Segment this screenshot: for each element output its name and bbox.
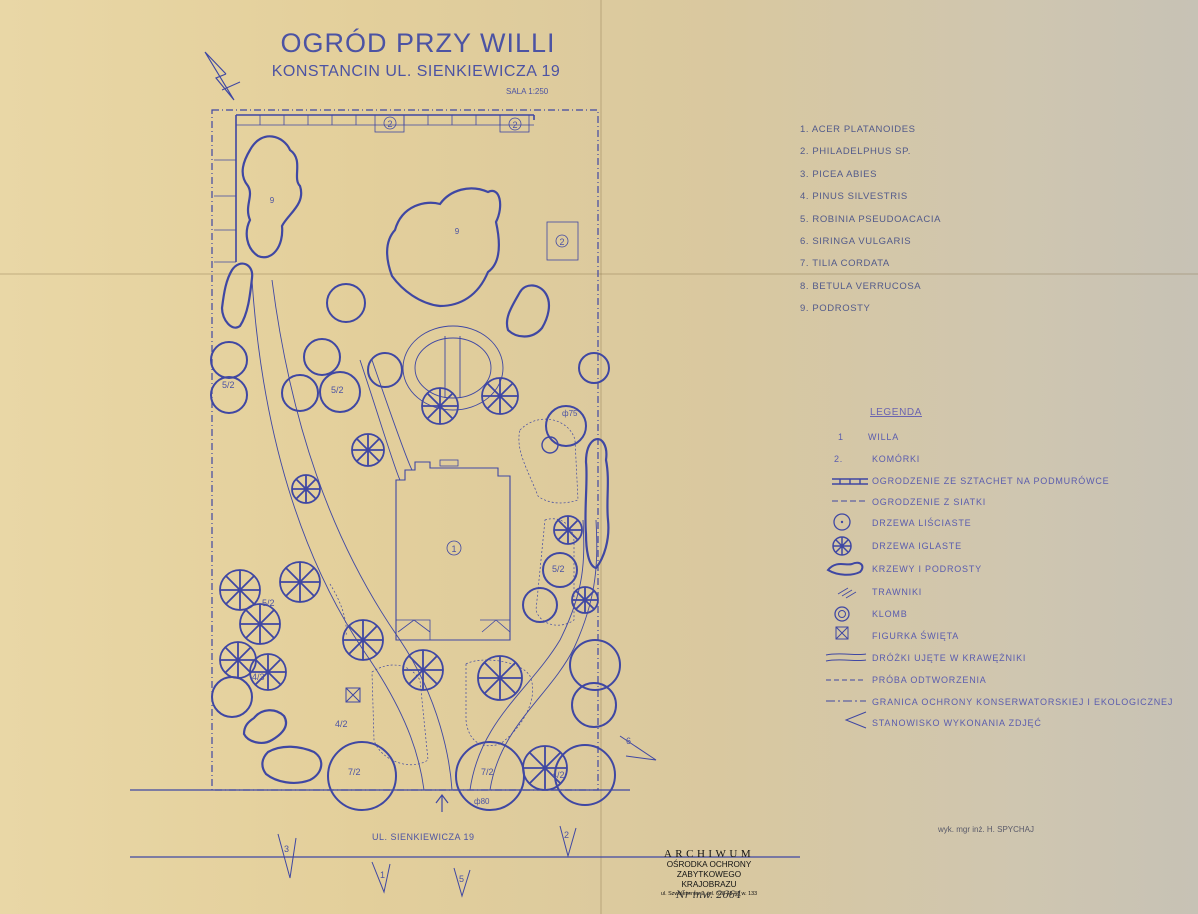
legend-item-label: DRÓŻKI UJĘTE W KRAWĘŻNIKI — [872, 653, 1027, 663]
legend-item-label: KLOMB — [872, 609, 908, 619]
svg-text:6: 6 — [626, 736, 631, 746]
legend-item-label: WILLA — [868, 432, 900, 442]
conifer-trees — [219, 377, 599, 791]
svg-text:9: 9 — [455, 227, 460, 236]
archive-stamp: ARCHIWUM OŚRODKA OCHRONY ZABYTKOWEGO KRA… — [650, 848, 768, 898]
outbuilding: 2 — [499, 114, 530, 133]
stamp-line: ul. Szwoleżerów 9, tel. 628 48 41 w. 133 — [660, 891, 758, 897]
svg-text:3: 3 — [284, 844, 289, 854]
author-credit: wyk. mgr inż. H. SPYCHAJ — [938, 825, 1035, 834]
svg-text:ф80: ф80 — [474, 797, 490, 806]
legend-item-label: STANOWISKO WYKONANIA ZDJĘĆ — [872, 718, 1042, 728]
viewpoint-icon: 2 — [559, 825, 577, 858]
outbuilding: 2 — [374, 114, 405, 133]
north-arrow-icon — [204, 51, 241, 101]
svg-text:5: 5 — [459, 874, 464, 884]
paper-fold-horizontal — [0, 273, 1198, 275]
legend-item-label: DRZEWA IGLASTE — [872, 541, 962, 551]
legend-title: LEGENDA — [870, 407, 922, 418]
legend-symbols — [825, 478, 868, 729]
villa-building: 1 — [395, 459, 511, 641]
svg-text:4/3: 4/3 — [252, 672, 265, 682]
deciduous-trees — [210, 283, 621, 811]
stamp-line: ZABYTKOWEGO KRAJOBRAZU — [676, 870, 742, 889]
plan-scale: SALA 1:250 — [506, 87, 549, 96]
species-item: 7. TILIA CORDATA — [800, 258, 890, 270]
street: UL. SIENKIEWICZA 19 — [130, 789, 800, 858]
stamp-line: OŚRODKA OCHRONY — [666, 860, 752, 869]
species-item: 8. BETULA VERRUCOSA — [800, 280, 922, 292]
garden-paths — [251, 279, 598, 791]
legend-item-label: PRÓBA ODTWORZENIA — [872, 675, 987, 685]
svg-text:5/2: 5/2 — [552, 564, 565, 574]
species-item: 2. PHILADELPHUS SP. — [800, 146, 912, 158]
legend-item-label: FIGURKA ŚWIĘTA — [872, 631, 960, 641]
saint-figure-icon — [345, 687, 361, 703]
svg-text:4/2: 4/2 — [335, 719, 348, 729]
svg-text:2: 2 — [512, 120, 517, 130]
legend-item-label: DRZEWA LIŚCIASTE — [872, 518, 972, 528]
legend-item-label: KOMÓRKI — [872, 454, 921, 464]
property-boundary — [211, 109, 599, 791]
stamp-line: ARCHIWUM — [663, 848, 755, 860]
legend-item-label: TRAWNIKI — [872, 587, 923, 597]
species-item: 1. ACER PLATANOIDES — [800, 124, 916, 135]
legend-symbol-text: 2. — [834, 454, 844, 464]
svg-text:2: 2 — [564, 830, 569, 840]
species-item: 4. PINUS SILVESTRIS — [800, 191, 908, 203]
plan-title: OGRÓD PRZY WILLI — [280, 27, 555, 58]
svg-text:5/2: 5/2 — [331, 385, 344, 395]
lawn-areas — [329, 418, 579, 765]
legend-item-label: GRANICA OCHRONY KONSERWATORSKIEJ I EKOLO… — [872, 697, 1174, 707]
svg-text:UL. SIENKIEWICZA 19: UL. SIENKIEWICZA 19 — [372, 832, 475, 842]
legend-symbol-text: 1 — [838, 432, 844, 442]
svg-text:4/2: 4/2 — [552, 770, 565, 780]
plan-tree-numbers: 5/2 5/2 5/2 4/3 4/2 4/2 7/2 7/2 5/2 ф75 … — [222, 380, 578, 806]
viewpoint-icon: 3 — [277, 833, 297, 879]
inventory-number: Nr inw. 2664 — [676, 890, 742, 901]
svg-text:7/2: 7/2 — [481, 767, 494, 777]
species-list: 1. ACER PLATANOIDES 2. PHILADELPHUS SP. … — [800, 124, 941, 326]
viewpoint-icon: 5 — [453, 867, 471, 898]
svg-text:5/2: 5/2 — [222, 380, 235, 390]
svg-text:ф75: ф75 — [562, 409, 578, 418]
shrub-masses: 9 9 — [220, 135, 610, 784]
paper-fold-vertical — [600, 0, 602, 914]
species-item: 6. SIRINGA VULGARIS — [800, 235, 912, 247]
svg-text:2: 2 — [387, 119, 392, 129]
svg-text:1: 1 — [451, 544, 456, 554]
svg-text:7/2: 7/2 — [348, 767, 361, 777]
viewpoint-icon: 1 — [371, 861, 391, 894]
legend-item-label: KRZEWY I PODROSTY — [872, 564, 982, 574]
viewpoint-icon: 6 — [619, 735, 657, 761]
svg-text:5/2: 5/2 — [262, 598, 275, 608]
species-item: 5. ROBINIA PSEUDOACACIA — [800, 213, 942, 225]
svg-text:1: 1 — [380, 870, 385, 880]
outbuilding: 2 — [546, 221, 579, 261]
svg-text:9: 9 — [270, 196, 275, 205]
legend-item-label: OGRODZENIE Z SIATKI — [872, 497, 987, 507]
plan-subtitle: KONSTANCIN UL. SIENKIEWICZA 19 — [272, 63, 561, 80]
legend-item-label: OGRODZENIE ZE SZTACHET NA PODMURÓWCE — [872, 476, 1110, 486]
species-item: 9. PODROSTY — [800, 303, 871, 315]
species-item: 3. PICEA ABIES — [800, 168, 878, 180]
svg-text:2: 2 — [559, 237, 564, 247]
